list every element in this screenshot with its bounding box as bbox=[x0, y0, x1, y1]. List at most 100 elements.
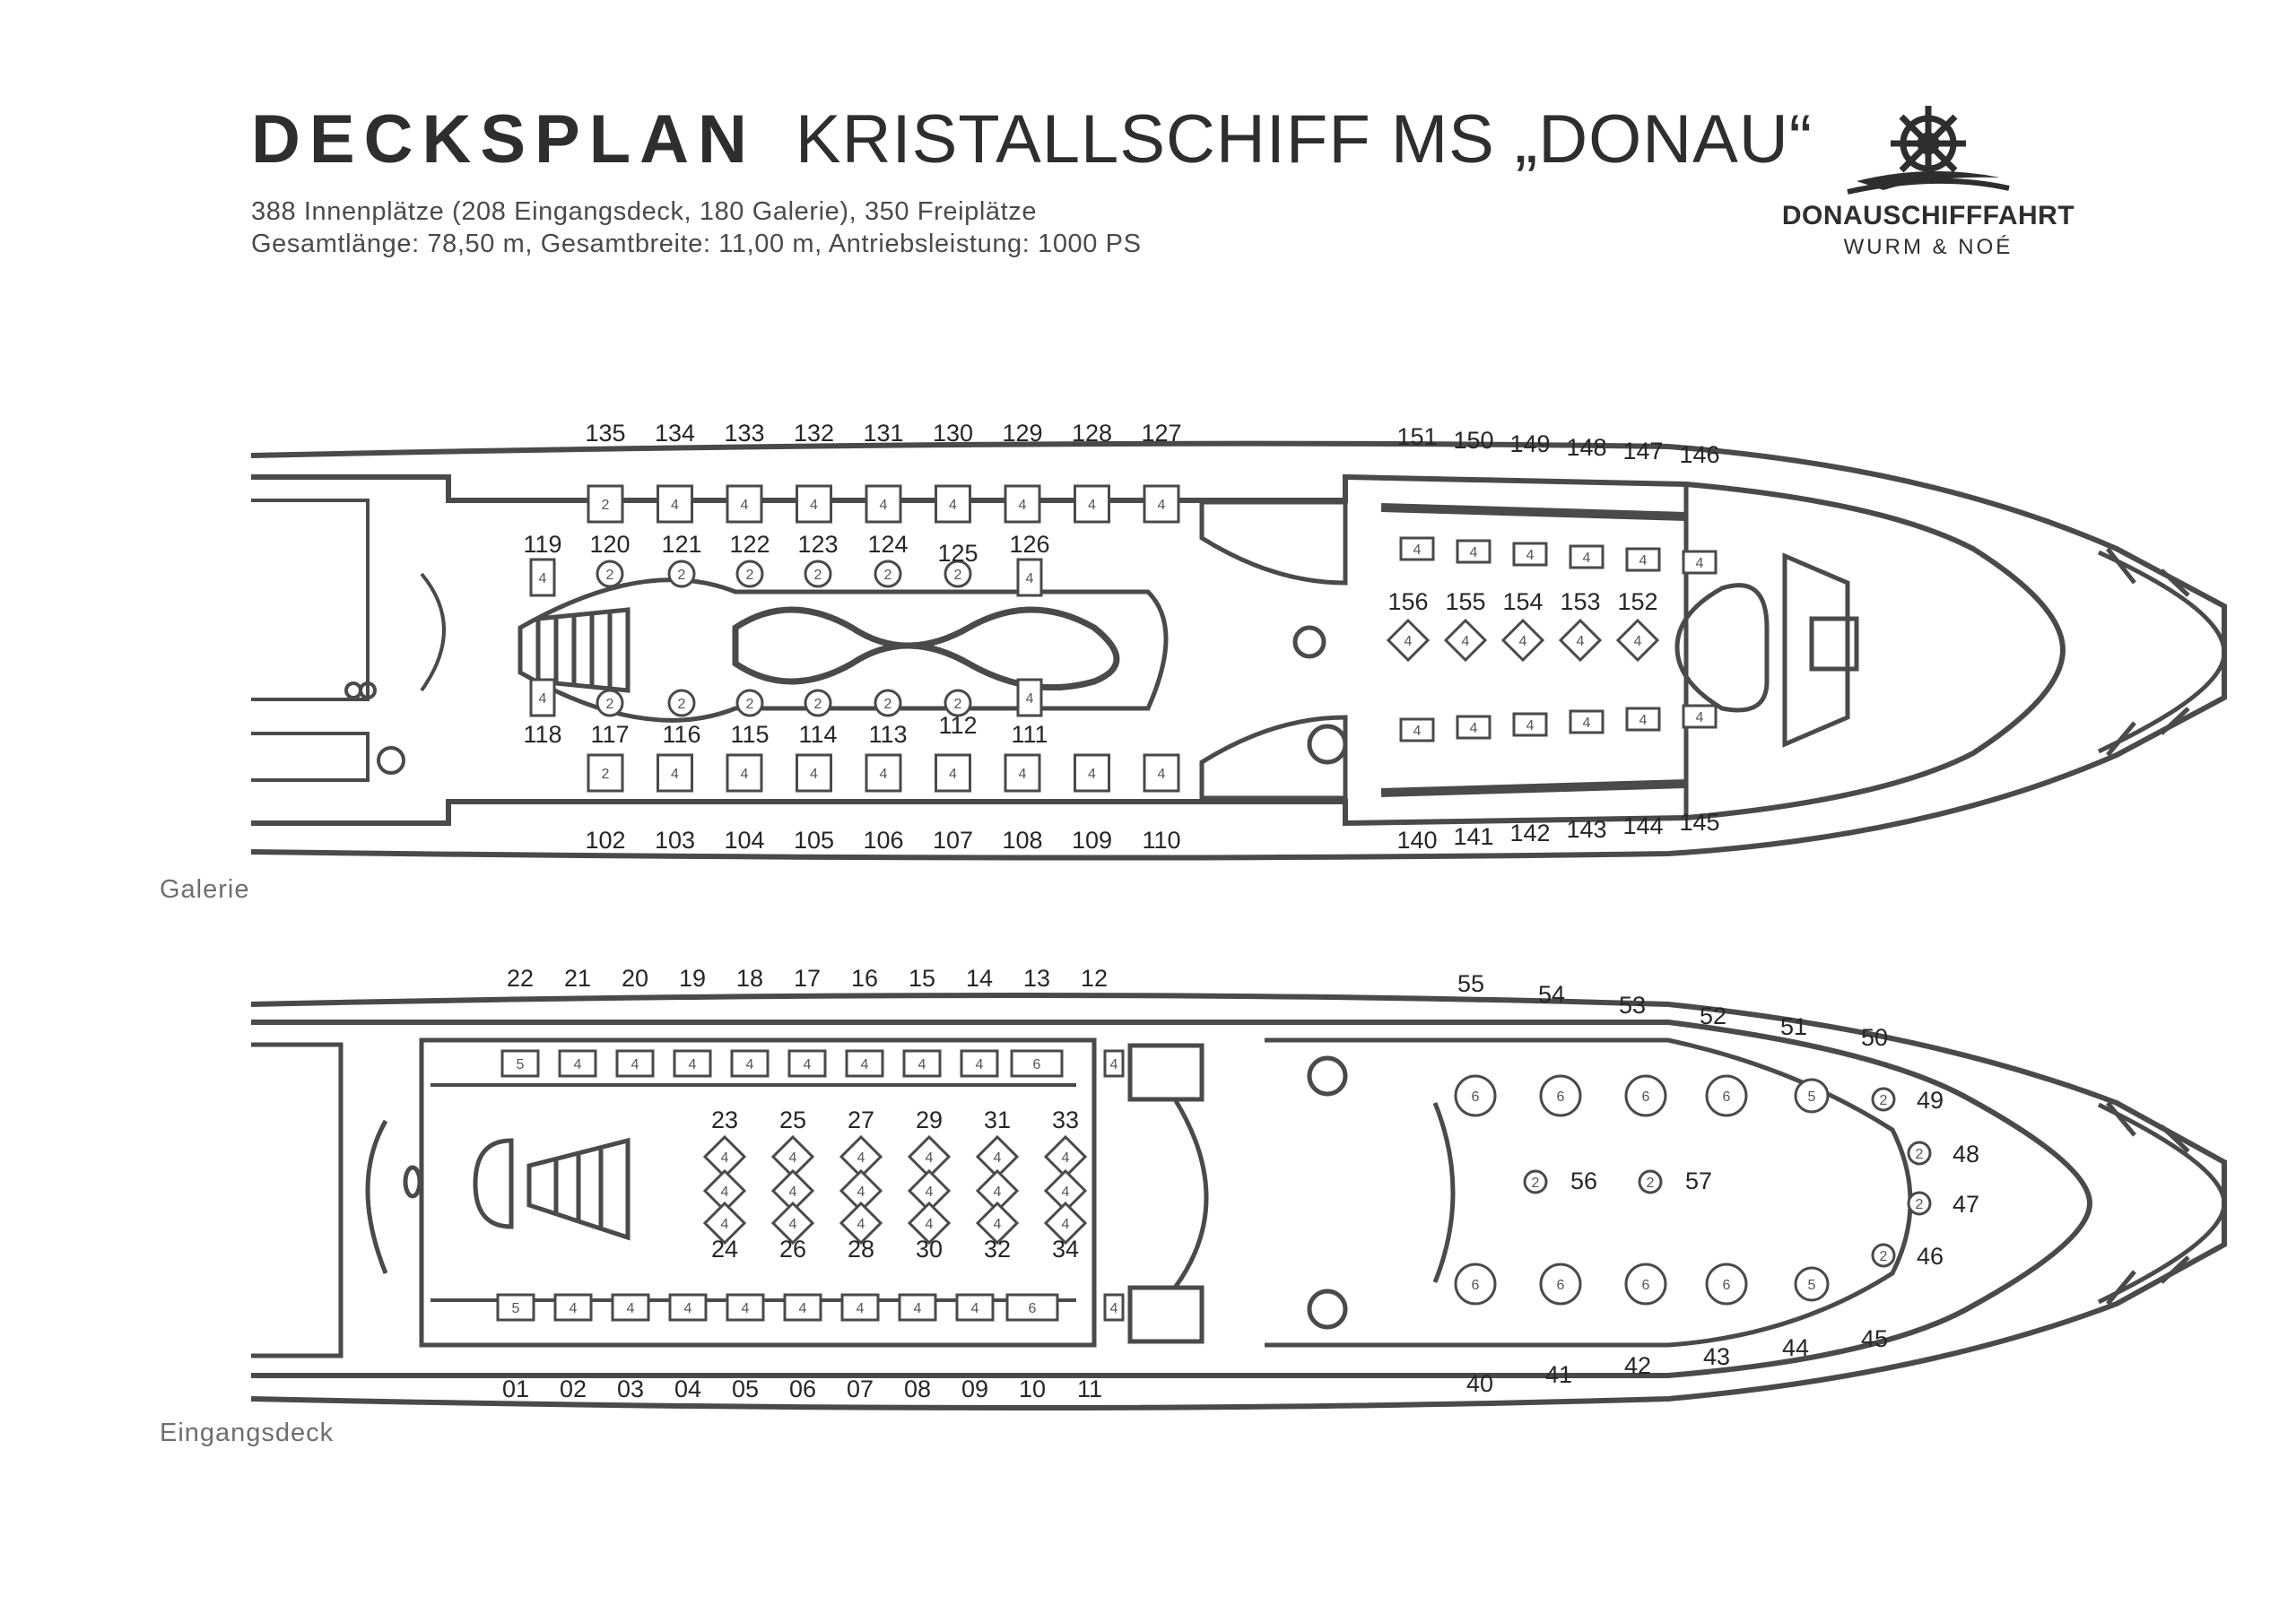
seat-count: 4 bbox=[810, 767, 818, 782]
seat-count: 2 bbox=[746, 568, 754, 583]
galerie-table-number: 126 bbox=[1009, 531, 1049, 558]
eingangsdeck-center-number: 23 bbox=[711, 1107, 738, 1133]
seat-count: 2 bbox=[954, 568, 962, 583]
seat-count: 4 bbox=[810, 498, 818, 513]
galerie-table-number: 121 bbox=[661, 531, 701, 558]
galerie-bow-table: 4 bbox=[1456, 715, 1492, 740]
seat-count: 2 bbox=[954, 697, 962, 712]
eingangsdeck-small-table: 2 bbox=[1871, 1087, 1896, 1112]
seat-count: 2 bbox=[746, 697, 754, 712]
ship-wheel-wave-icon bbox=[1847, 106, 2010, 195]
eingangsdeck-small-table: 2 bbox=[1907, 1141, 1932, 1166]
seat-count: 4 bbox=[539, 571, 547, 586]
seat-count: 4 bbox=[741, 767, 749, 782]
seat-count: 4 bbox=[1088, 767, 1096, 782]
eingangsdeck-booth-top: 6 bbox=[1454, 1074, 1497, 1117]
galerie-table-number: 128 bbox=[1072, 420, 1112, 447]
galerie-table-number: 119 bbox=[523, 531, 561, 558]
galerie-inner-table: 2 bbox=[804, 689, 832, 717]
eingangsdeck-booth-bottom: 6 bbox=[1539, 1263, 1582, 1306]
seat-count: 2 bbox=[814, 697, 822, 712]
eingangsdeck-table-top: 4 bbox=[787, 1049, 827, 1078]
galerie-bow-number: 142 bbox=[1509, 820, 1550, 846]
eingangsdeck-bow-number: 45 bbox=[1861, 1325, 1888, 1352]
eingangsdeck-table-bottom: 4 bbox=[955, 1293, 995, 1322]
galerie-table-number: 120 bbox=[589, 531, 630, 558]
eingangsdeck-table-number: 11 bbox=[1077, 1376, 1102, 1402]
galerie-bow-table: 4 bbox=[1682, 704, 1718, 729]
brand-subtitle: WURM & NOÉ bbox=[1843, 235, 2013, 259]
seat-count: 4 bbox=[721, 1217, 729, 1232]
eingangsdeck-bow-number: 43 bbox=[1703, 1343, 1730, 1370]
eingangsdeck-bow-number: 54 bbox=[1538, 981, 1565, 1008]
eingangsdeck-table-top: 4 bbox=[960, 1049, 999, 1078]
galerie-hull bbox=[250, 440, 2227, 861]
seat-count: 2 bbox=[814, 568, 822, 583]
eingangsdeck-table-number: 09 bbox=[961, 1376, 988, 1402]
title-ship-name: KRISTALLSCHIFF MS „DONAU“ bbox=[795, 101, 1813, 178]
seat-count: 4 bbox=[1639, 553, 1648, 568]
seat-count: 4 bbox=[1634, 634, 1642, 649]
eingangsdeck-bow-number: 41 bbox=[1545, 1361, 1572, 1388]
seat-count: 4 bbox=[1026, 691, 1034, 707]
eingangsdeck-table-number: 06 bbox=[789, 1376, 816, 1402]
seat-count: 4 bbox=[1062, 1185, 1070, 1200]
galerie-bow-number: 140 bbox=[1396, 827, 1437, 854]
galerie-table-number: 118 bbox=[523, 721, 561, 748]
seat-count: 4 bbox=[1696, 556, 1704, 571]
galerie-bow-center-table: 4 bbox=[1558, 618, 1603, 663]
eingangsdeck-center-number: 31 bbox=[984, 1107, 1011, 1133]
galerie-bow-table: 4 bbox=[1569, 709, 1605, 734]
galerie-bow-number: 146 bbox=[1679, 441, 1719, 468]
seat-count: 4 bbox=[574, 1057, 582, 1072]
eingangsdeck-table-bottom: 4 bbox=[553, 1293, 593, 1322]
galerie-table-number: 123 bbox=[797, 531, 838, 558]
eingangsdeck-bow-number: 57 bbox=[1685, 1167, 1712, 1194]
seat-count: 4 bbox=[861, 1057, 869, 1072]
galerie-bow-number: 156 bbox=[1387, 588, 1428, 615]
seat-count: 6 bbox=[1723, 1089, 1731, 1105]
galerie-bow-center-table: 4 bbox=[1443, 618, 1488, 663]
seat-count: 5 bbox=[517, 1057, 525, 1072]
seat-count: 5 bbox=[1808, 1089, 1816, 1105]
eingangsdeck-center-number: 28 bbox=[848, 1236, 874, 1263]
eingangsdeck-booth-bottom: 6 bbox=[1624, 1263, 1667, 1306]
galerie-bow-number: 144 bbox=[1622, 812, 1663, 839]
eingangsdeck-table-number: 10 bbox=[1019, 1376, 1046, 1402]
eingangsdeck-center-number: 27 bbox=[848, 1107, 874, 1133]
eingangsdeck-center-number: 25 bbox=[779, 1107, 806, 1133]
seat-count: 4 bbox=[1413, 542, 1422, 558]
seat-count: 6 bbox=[1029, 1301, 1037, 1316]
eingangsdeck-table-number: 13 bbox=[1023, 965, 1050, 992]
galerie-table-number: 135 bbox=[585, 420, 625, 447]
eingangsdeck-center-table: 4 bbox=[975, 1201, 1020, 1245]
galerie-table-top: 4 bbox=[865, 484, 902, 524]
seat-count: 6 bbox=[1557, 1278, 1565, 1293]
galerie-bow-rail bbox=[2106, 547, 2190, 757]
eingangsdeck-center-number: 30 bbox=[916, 1236, 943, 1263]
seat-count: 4 bbox=[926, 1150, 934, 1166]
galerie-table-number: 124 bbox=[867, 531, 908, 558]
deck-label-eingangsdeck: Eingangsdeck bbox=[160, 1419, 335, 1447]
seat-count: 4 bbox=[1526, 718, 1535, 733]
galerie-table-number: 122 bbox=[729, 531, 770, 558]
galerie-table-number: 117 bbox=[590, 721, 629, 748]
eingangsdeck-center-table: 4 bbox=[770, 1201, 815, 1245]
seat-count: 4 bbox=[1583, 716, 1591, 731]
seat-count: 2 bbox=[1916, 1147, 1924, 1162]
seat-count: 4 bbox=[971, 1301, 979, 1316]
seat-count: 4 bbox=[570, 1301, 578, 1316]
galerie-bow-table: 4 bbox=[1625, 707, 1661, 732]
galerie-table-bottom: 4 bbox=[1143, 753, 1180, 793]
seat-count: 4 bbox=[994, 1150, 1002, 1166]
galerie-table-number: 103 bbox=[655, 827, 695, 854]
galerie-table-number: 129 bbox=[1002, 420, 1042, 447]
seat-count: 4 bbox=[1413, 724, 1422, 739]
galerie-bow-table: 4 bbox=[1456, 539, 1492, 564]
eingangsdeck-center-number: 33 bbox=[1052, 1107, 1079, 1133]
eingangsdeck-table-number: 22 bbox=[507, 965, 534, 992]
seat-count: 4 bbox=[857, 1301, 865, 1316]
galerie-inner-table: 4 bbox=[1016, 558, 1043, 597]
seat-count: 4 bbox=[918, 1057, 926, 1072]
galerie-inner-table: 2 bbox=[735, 689, 764, 717]
